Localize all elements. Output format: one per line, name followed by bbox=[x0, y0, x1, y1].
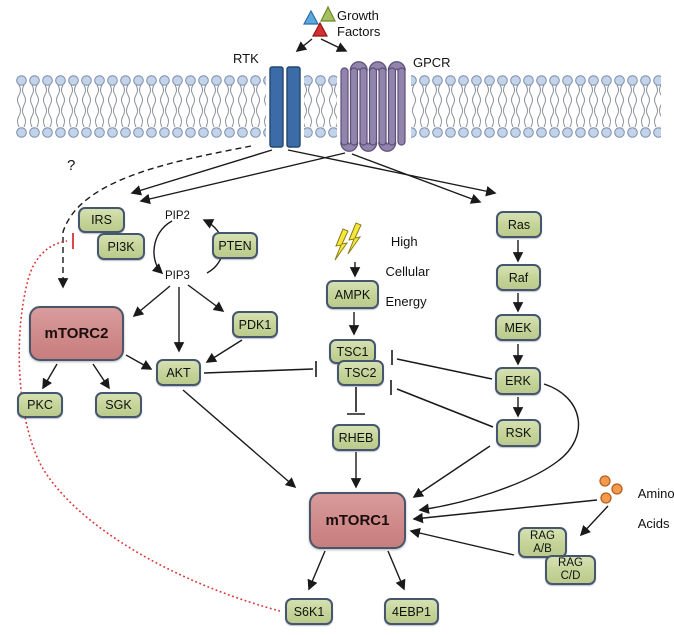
arrow-amino-to-mtorc1 bbox=[412, 499, 598, 524]
arrow-mtorc2-to-sgk bbox=[92, 363, 110, 390]
rtk-receptor-icon bbox=[266, 66, 304, 148]
node-mtorc2: mTORC2 bbox=[29, 306, 124, 361]
node-raf: Raf bbox=[496, 264, 541, 291]
arrow-mtorc1-to-s6k1 bbox=[307, 550, 326, 591]
node-pi3k: PI3K bbox=[97, 233, 145, 260]
inhibit-akt-to-tsc2 bbox=[203, 361, 317, 377]
node-pkc: PKC bbox=[17, 392, 63, 418]
node-rheb: RHEB bbox=[332, 424, 380, 451]
gpcr-receptor-icon bbox=[337, 61, 411, 152]
node-ampk: AMPK bbox=[326, 280, 379, 309]
node-mek: MEK bbox=[495, 314, 541, 341]
node-sgk: SGK bbox=[95, 392, 142, 418]
arrow-pip3-to-pdk1 bbox=[187, 284, 225, 312]
arrow-gpcr-to-ras bbox=[351, 153, 482, 204]
node-4ebp1: 4EBP1 bbox=[384, 598, 439, 625]
arrow-rtk-to-mtorc2-dashed bbox=[57, 145, 252, 289]
arrow-gpcr-to-irs bbox=[139, 152, 346, 205]
node-tsc2: TSC2 bbox=[337, 360, 384, 386]
rtk-label: RTK bbox=[233, 51, 259, 66]
gpcr-label: GPCR bbox=[413, 55, 451, 70]
node-rag-cd: RAG C/D bbox=[545, 555, 596, 585]
node-erk: ERK bbox=[495, 367, 541, 395]
pip2-label: PIP2 bbox=[165, 210, 190, 222]
arrow-pip2-to-pip3 bbox=[151, 220, 173, 275]
node-ras: Ras bbox=[496, 211, 542, 238]
question-mark-label: ? bbox=[67, 157, 76, 174]
node-rag-ab: RAG A/B bbox=[518, 527, 567, 558]
inhibit-erk-to-tsc1 bbox=[391, 350, 493, 380]
arrow-ragab-to-mtorc1 bbox=[409, 527, 515, 556]
arrow-amino-to-rag bbox=[579, 505, 609, 537]
arrow-rtk-to-ras bbox=[287, 149, 497, 197]
arrow-mtorc1-to-4ebp1 bbox=[387, 550, 406, 591]
high-cellular-energy-label: High Cellular Energy bbox=[385, 234, 430, 309]
arrow-pip3-to-mtorc2 bbox=[132, 285, 171, 318]
growth-factors-label-1: Growth bbox=[337, 8, 379, 23]
node-pdk1: PDK1 bbox=[232, 311, 278, 338]
arrow-growthfactors-to-rtk bbox=[295, 38, 313, 52]
inhibit-rsk-to-tsc2 bbox=[390, 380, 494, 428]
node-rsk: RSK bbox=[496, 419, 541, 447]
inhibit-tsc2-to-rheb bbox=[347, 387, 365, 415]
arrow-erk-to-mtorc1 bbox=[418, 383, 580, 514]
arrow-mtorc2-to-akt bbox=[125, 354, 153, 370]
arrow-pdk1-to-akt bbox=[205, 339, 243, 363]
arrow-akt-to-mtorc1 bbox=[182, 389, 297, 489]
node-irs: IRS bbox=[78, 207, 125, 233]
node-akt: AKT bbox=[156, 359, 201, 386]
amino-acids-icon bbox=[599, 475, 623, 504]
arrow-mtorc2-to-pkc bbox=[42, 363, 58, 390]
node-pten: PTEN bbox=[212, 232, 258, 259]
arrow-rsk-to-mtorc1 bbox=[412, 445, 491, 498]
growth-factors-icon bbox=[302, 5, 336, 37]
node-mtorc1: mTORC1 bbox=[309, 492, 406, 549]
high-energy-icon bbox=[334, 222, 362, 261]
pip3-label: PIP3 bbox=[165, 270, 190, 282]
node-tsc1: TSC1 bbox=[329, 339, 376, 364]
arrow-rtk-to-irs bbox=[130, 149, 273, 196]
growth-factors-label-2: Factors bbox=[337, 24, 381, 39]
inhibit-s6k1-feedback-red bbox=[18, 233, 281, 612]
arrow-growthfactors-to-gpcr bbox=[320, 38, 348, 52]
arrows bbox=[42, 38, 609, 591]
node-s6k1: S6K1 bbox=[285, 598, 333, 625]
amino-acids-label: Amino Acids bbox=[637, 486, 674, 531]
